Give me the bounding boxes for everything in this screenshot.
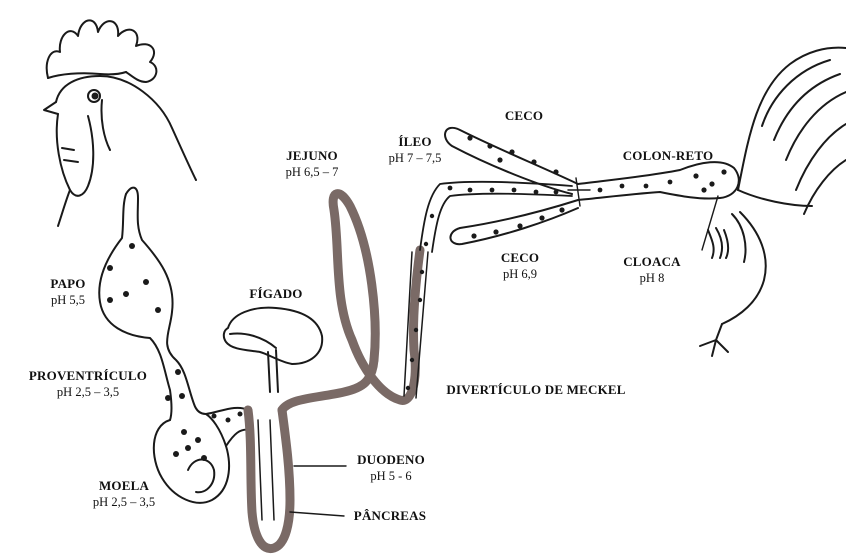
label-colon-reto: COLON-RETO (606, 148, 730, 164)
label-figado: FÍGADO (236, 286, 316, 302)
duodeno-ph: pH 5 - 6 (346, 468, 436, 484)
papo-ph: pH 5,5 (38, 292, 98, 308)
diverticulo-name: DIVERTÍCULO DE MECKEL (426, 382, 646, 398)
label-cloaca: CLOACA pH 8 (612, 254, 692, 286)
moela-name: MOELA (74, 478, 174, 494)
moela-ph: pH 2,5 – 3,5 (74, 494, 174, 510)
label-ileo: ÍLEO pH 7 – 7,5 (372, 134, 458, 166)
ceco-bottom-ph: pH 6,9 (490, 266, 550, 282)
ileum (404, 182, 572, 398)
jejuno-ph: pH 6,5 – 7 (262, 164, 362, 180)
cloaca-ph: pH 8 (612, 270, 692, 286)
ileo-name: ÍLEO (372, 134, 458, 150)
label-proventriculo: PROVENTRÍCULO pH 2,5 – 3,5 (8, 368, 168, 400)
label-jejuno: JEJUNO pH 6,5 – 7 (262, 148, 362, 180)
cloaca-name: CLOACA (612, 254, 692, 270)
ceca (445, 128, 578, 244)
ceco-top-name: CECO (494, 108, 554, 124)
ceco-bottom-name: CECO (490, 250, 550, 266)
jejuno-name: JEJUNO (262, 148, 362, 164)
label-pancreas: PÂNCREAS (340, 508, 440, 524)
rooster-tail-illustration (700, 48, 846, 356)
label-ceco-bottom: CECO pH 6,9 (490, 250, 550, 282)
duodeno-name: DUODENO (346, 452, 436, 468)
proventriculo-name: PROVENTRÍCULO (8, 368, 168, 384)
figado-name: FÍGADO (236, 286, 316, 302)
label-ceco-top: CECO (494, 108, 554, 124)
label-papo: PAPO pH 5,5 (38, 276, 98, 308)
crop-dots (107, 243, 243, 461)
pancreas-name: PÂNCREAS (340, 508, 440, 524)
rooster-head-illustration (44, 20, 196, 226)
papo-name: PAPO (38, 276, 98, 292)
label-diverticulo: DIVERTÍCULO DE MECKEL (426, 382, 646, 398)
label-duodeno: DUODENO pH 5 - 6 (346, 452, 436, 484)
liver (224, 308, 322, 392)
colon-reto-name: COLON-RETO (606, 148, 730, 164)
proventriculo-ph: pH 2,5 – 3,5 (8, 384, 168, 400)
ileo-ph: pH 7 – 7,5 (372, 150, 458, 166)
label-moela: MOELA pH 2,5 – 3,5 (74, 478, 174, 510)
